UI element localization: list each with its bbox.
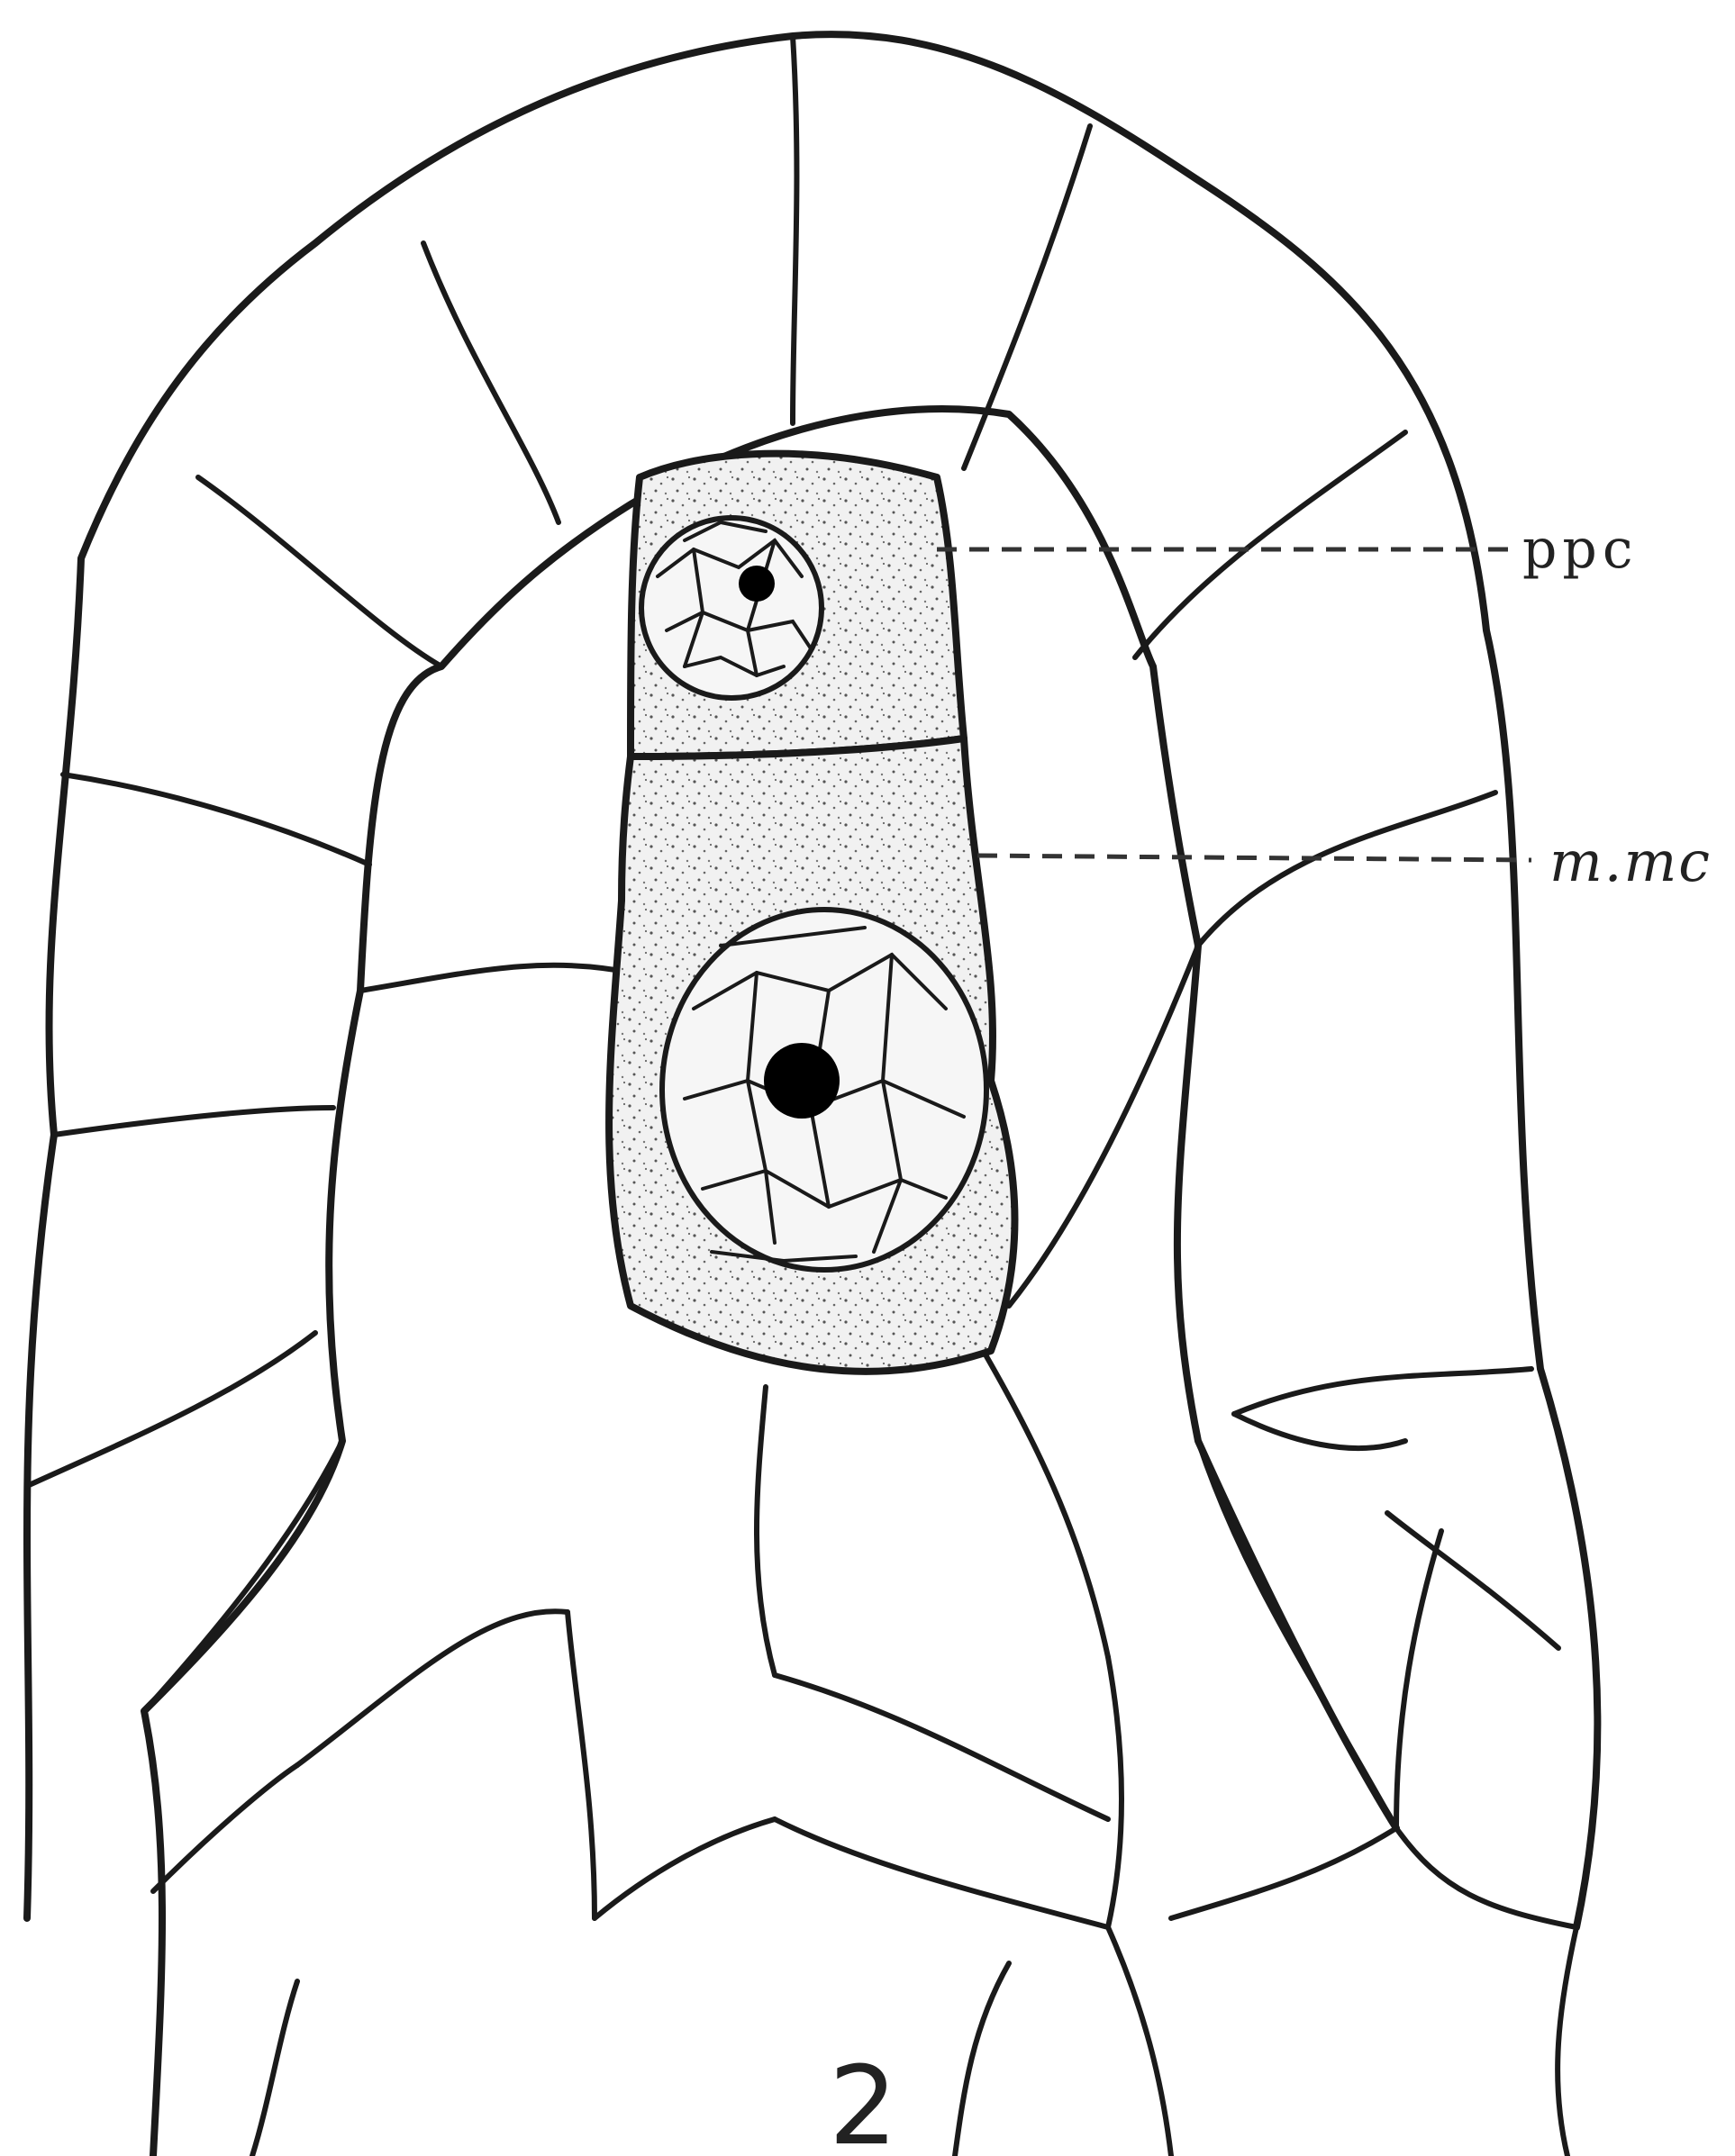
mmc-label: m.mc — [1549, 829, 1712, 894]
ppc-nucleus — [641, 518, 822, 698]
mmc-nucleus — [662, 910, 986, 1270]
figure-number: 2 — [829, 2044, 897, 2156]
ppc-label: ppc — [1522, 518, 1638, 581]
mmc-leader-line — [977, 856, 1531, 860]
